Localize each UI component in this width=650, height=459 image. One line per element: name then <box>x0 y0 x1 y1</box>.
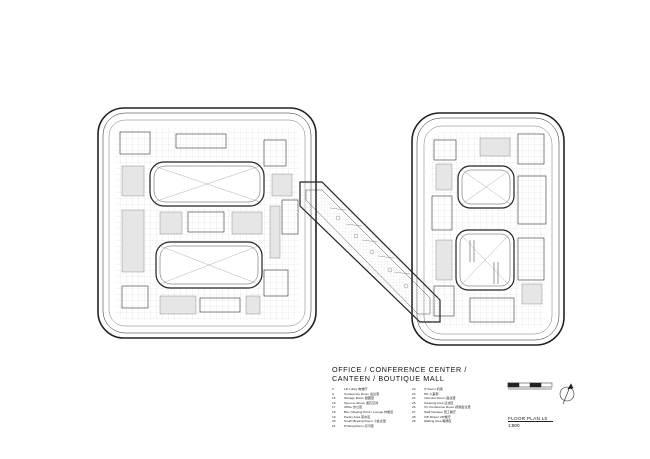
floor-plan-label: FLOOR PLAN L5 <box>508 416 548 421</box>
legend-item: 16 Open-to-Above 通高空间 <box>332 401 420 406</box>
legend-item: 9 Conference Room 会议室 <box>332 392 420 397</box>
plan-title-line-2: CANTEEN / BOUTIQUE MALL <box>332 374 445 383</box>
scale-text: 1:800 <box>508 423 520 428</box>
legend-item: 22 IT Room 机房 <box>412 387 500 392</box>
legend-number: 16 <box>332 400 336 405</box>
legend-number: 26 <box>412 405 416 410</box>
legend-item: 19 Pantry Area 茶水区 <box>332 415 420 420</box>
floor-plan-underline <box>508 421 553 422</box>
legend-column-right: 22 IT Room 机房 23 HR 人事部 24 Interview Room 面… <box>412 387 500 424</box>
legend-text: VC Conference Room 视频会议室 <box>424 405 471 410</box>
legend-item: 3 Lift Lobby 电梯厅 <box>332 387 420 392</box>
legend-item: 25 Cleaning Area 清洁区 <box>412 401 500 406</box>
legend-item: 20 Small Meeting Room 小会议室 <box>332 419 420 424</box>
right-atrium-lower <box>455 229 515 291</box>
right-furniture <box>435 137 543 305</box>
legend-number: 9 <box>332 391 334 396</box>
legend-text: Office 办公区 <box>344 405 363 410</box>
legend-number: 23 <box>412 391 416 396</box>
plan-title-line-1: OFFICE / CONFERENCE CENTER / <box>332 365 468 374</box>
legend-number: 25 <box>412 400 416 405</box>
legend-text: Storage Room 储藏室 <box>344 396 375 401</box>
legend-text: Staff Canteen 员工餐厅 <box>424 409 457 414</box>
north-arrow-icon <box>559 383 575 405</box>
legend-text: IT Room 机房 <box>424 387 443 391</box>
legend-number: 20 <box>332 419 336 424</box>
right-block-outline <box>411 112 565 346</box>
legend-number: 27 <box>412 409 416 414</box>
legend-text: Printing Room 打印室 <box>344 423 374 428</box>
legend-item: 18 Bar / Meeting Point / Lounge 休憩区 <box>332 410 420 415</box>
legend-text: Interview Room 面试室 <box>424 396 456 401</box>
left-atrium-lower <box>155 241 263 289</box>
left-atrium-upper <box>149 161 265 207</box>
legend-number: 3 <box>332 387 334 391</box>
legend-text: Pantry Area 茶水区 <box>344 414 371 419</box>
legend-text: Small Meeting Room 小会议室 <box>344 419 386 424</box>
left-core-rooms <box>119 131 299 313</box>
legend-item: 27 Staff Canteen 员工餐厅 <box>412 410 500 415</box>
legend-item: 24 Interview Room 面试室 <box>412 396 500 401</box>
legend-text: Lift Lobby 电梯厅 <box>344 387 368 391</box>
scale-bar <box>507 382 553 390</box>
legend-text: Bar / Meeting Point / Lounge 休憩区 <box>344 409 394 414</box>
bridge-connector <box>299 181 441 323</box>
right-rooms <box>431 133 547 323</box>
legend-number: 19 <box>332 414 336 419</box>
legend-number: 21 <box>332 423 336 428</box>
legend-item: 26 VC Conference Room 视频会议室 <box>412 405 500 410</box>
legend-number: 18 <box>332 409 336 414</box>
legend-number: 24 <box>412 396 416 401</box>
legend-text: VIP Dinner VIP餐厅 <box>424 414 451 419</box>
legend-text: Conference Room 会议室 <box>344 391 380 396</box>
legend-item: 28 VIP Dinner VIP餐厅 <box>412 415 500 420</box>
legend-number: 22 <box>412 387 416 391</box>
right-atrium-upper <box>457 165 515 209</box>
legend-item: 17 Office 办公区 <box>332 405 420 410</box>
legend-number: 28 <box>412 414 416 419</box>
legend-item: 21 Printing Room 打印室 <box>332 424 420 429</box>
legend-text: Cleaning Area 清洁区 <box>424 400 454 405</box>
legend-number: 17 <box>332 405 336 410</box>
left-desk-clusters <box>121 165 293 315</box>
legend-item: 29 Waiting Area 等候区 <box>412 419 500 424</box>
legend-text: Open-to-Above 通高空间 <box>344 400 379 405</box>
legend-number: 29 <box>412 419 416 424</box>
plan-title: OFFICE / CONFERENCE CENTER / CANTEEN / B… <box>332 365 467 383</box>
left-block-outline <box>97 107 317 339</box>
legend-text: HR 人事部 <box>424 391 439 396</box>
legend-number: 15 <box>332 396 336 401</box>
legend-item: 15 Storage Room 储藏室 <box>332 396 420 401</box>
legend-item: 23 HR 人事部 <box>412 392 500 397</box>
legend-text: Waiting Area 等候区 <box>424 419 452 424</box>
